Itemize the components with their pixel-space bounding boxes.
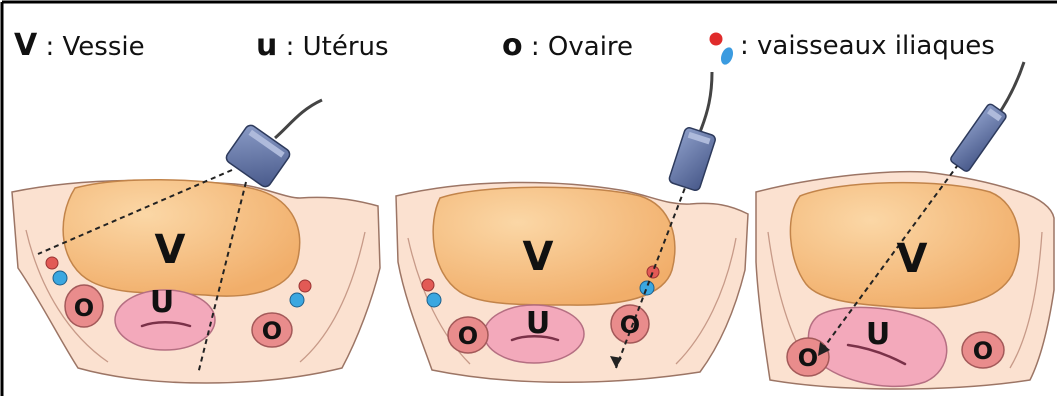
- panel-2-vessel-red-left: [422, 279, 434, 291]
- panel-2-ovary-left-label: O: [458, 322, 478, 350]
- panel-2-vessel-blue-right: [640, 281, 654, 295]
- panel-2-vessel-blue-left: [427, 293, 441, 307]
- panel-2-uterus-label: U: [526, 306, 550, 341]
- panel-3: V U O O: [756, 62, 1054, 389]
- panel-1-vessel-red-left: [46, 257, 58, 269]
- panel-1-probe-cable: [275, 100, 322, 138]
- panel-1-ovary-right-label: O: [262, 317, 282, 345]
- panel-1-vessel-blue-left: [53, 271, 67, 285]
- panel-2-probe-icon: [668, 127, 716, 192]
- panel-3-ovary-right-label: O: [973, 337, 993, 365]
- panel-1: V U O O: [12, 100, 380, 383]
- panel-2: V U O O: [396, 72, 748, 382]
- panel-1-vessel-blue-right: [290, 293, 304, 307]
- panel-3-probe-icon: [949, 103, 1007, 173]
- panel-3-uterus-label: U: [866, 317, 890, 352]
- panel-3-ovary-left-label: O: [798, 344, 818, 372]
- panel-2-bladder: [433, 187, 675, 305]
- panel-1-bladder-label: V: [155, 227, 186, 273]
- panel-2-ovary-right-label: O: [620, 311, 640, 339]
- panel-2-bladder-label: V: [523, 234, 554, 280]
- panel-3-bladder-label: V: [897, 236, 928, 282]
- panel-1-uterus-label: U: [150, 285, 174, 320]
- panel-1-vessel-red-right: [299, 280, 311, 292]
- panel-1-ovary-left-label: O: [74, 294, 94, 322]
- panel-2-probe-cable: [700, 72, 712, 132]
- panel-2-vessel-red-right: [647, 266, 659, 278]
